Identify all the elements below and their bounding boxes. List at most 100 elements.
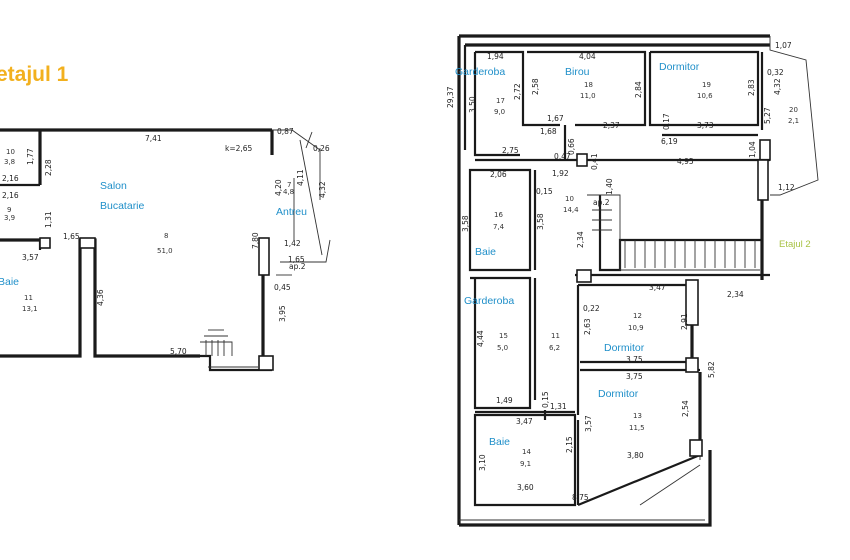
dimension-label: 3,57 [584, 415, 593, 432]
dimension-label: 3,80 [627, 451, 644, 460]
dimension-label: 0,45 [274, 283, 291, 292]
room-label-garderoba: Garderoba [455, 66, 505, 78]
dimension-label: 5,27 [763, 107, 772, 124]
dimension-label: 0,17 [662, 113, 671, 130]
dimension-label: 3,47 [649, 283, 666, 292]
dimension-label: 2,83 [747, 79, 756, 96]
dimension-label: 1,31 [44, 211, 53, 228]
dimension-label: 0,66 [567, 138, 576, 155]
dimension-label: 1,77 [26, 148, 35, 165]
dimension-label: 3,75 [626, 372, 643, 381]
dimension-label: 1,07 [775, 41, 792, 50]
room-number: 16 [494, 211, 503, 219]
room-area: 51,0 [157, 247, 173, 255]
room-area: 9,1 [520, 460, 531, 468]
upper-floor-plan: Garderoba Birou Dormitor Baie Garderoba … [446, 34, 819, 527]
dimension-label: 4,20 [274, 179, 283, 196]
dimension-label: 3,58 [536, 213, 545, 230]
dimension-label: 1,67 [547, 114, 564, 123]
room-number: 13 [633, 412, 642, 420]
dimension-label: 1,49 [496, 396, 513, 405]
dimension-label: 1,68 [540, 127, 557, 136]
dimension-label: 2,84 [634, 81, 643, 98]
dimension-label: 1,92 [552, 169, 569, 178]
dimension-label: 1,04 [748, 141, 757, 158]
upper-stairs [587, 194, 756, 268]
room-number: 9 [7, 206, 11, 214]
floor-title: etajul 1 [0, 63, 69, 86]
room-area: 11,5 [629, 424, 645, 432]
dimension-label: 2,16 [2, 191, 19, 200]
room-label-dormitor: Dormitor [659, 61, 700, 73]
dimension-label: 2,15 [565, 436, 574, 453]
dimension-label: k=2,65 [225, 144, 253, 153]
dimension-label: 29,37 [446, 86, 455, 108]
room-label-dormitor: Dormitor [598, 388, 639, 400]
room-number: 14 [522, 448, 531, 456]
dimension-label: 4,36 [96, 289, 105, 306]
dimension-label: 5,70 [170, 347, 187, 356]
room-number: 8 [164, 232, 168, 240]
room-area: 6,2 [549, 344, 560, 352]
room-area: 4,8 [283, 188, 294, 196]
room-label-antreu: Antreu [276, 206, 307, 218]
dimension-label: 2,91 [680, 313, 689, 330]
room-label-salon: Salon [100, 180, 127, 192]
room-area: 3,8 [4, 158, 15, 166]
dimension-label: 2,37 [603, 121, 620, 130]
dimension-label: 5,82 [707, 361, 716, 378]
dimension-label: 8,75 [572, 493, 589, 502]
room-area: 5,0 [497, 344, 508, 352]
dimension-label: 1,12 [778, 183, 795, 192]
room-area: 7,4 [493, 223, 505, 231]
dimension-label: 3,60 [517, 483, 534, 492]
dimension-label: 1,94 [487, 52, 504, 61]
room-number: 7 [287, 181, 291, 189]
dimension-label: 2,34 [727, 290, 744, 299]
dimension-label: 3,73 [697, 121, 714, 130]
room-number: 11 [24, 294, 33, 302]
ground-floor-plan: etajul 1 [0, 63, 331, 372]
ground-stairs [200, 329, 233, 356]
dimension-label: 6,19 [661, 137, 678, 146]
dimension-label: 3,58 [461, 215, 470, 232]
dimension-label: 3,95 [278, 305, 287, 322]
dimension-label: 7,80 [251, 232, 260, 249]
dimension-label: 1,42 [284, 239, 301, 248]
room-number: 19 [702, 81, 711, 89]
dimension-label: 3,47 [516, 417, 533, 426]
room-area: 10,9 [628, 324, 644, 332]
room-label-bucatarie: Bucatarie [100, 200, 145, 212]
dimension-label: 4,32 [318, 181, 327, 198]
dimension-label: ap.2 [289, 262, 306, 271]
room-label-baie: Baie [0, 276, 19, 288]
dimension-label: 1,65 [63, 232, 80, 241]
room-label-birou: Birou [565, 66, 590, 78]
dimension-label: ap.2 [593, 198, 610, 207]
dimension-label: 4,11 [296, 169, 305, 186]
dimension-label: 0,26 [313, 144, 330, 153]
dimension-label: 2,54 [681, 400, 690, 417]
room-number: 15 [499, 332, 508, 340]
room-number: 11 [551, 332, 560, 340]
dimension-label: 0,15 [541, 391, 550, 408]
dimension-label: 0,32 [767, 68, 784, 77]
room-number: 20 [789, 106, 798, 114]
dimension-label: 1,65 [288, 255, 305, 264]
room-number: 10 [565, 195, 574, 203]
room-area: 11,0 [580, 92, 596, 100]
room-area: 10,6 [697, 92, 713, 100]
dimension-label: 3,10 [478, 454, 487, 471]
dimension-label: 2,75 [502, 146, 519, 155]
floor-label-etajul-2: Etajul 2 [779, 239, 811, 250]
room-area: 13,1 [22, 305, 38, 313]
room-label-baie: Baie [489, 436, 510, 448]
dimension-label: 2,16 [2, 174, 19, 183]
dimension-label: 2,72 [513, 83, 522, 100]
room-label-garderoba: Garderoba [464, 295, 514, 307]
room-label-baie: Baie [475, 246, 496, 258]
dimension-label: 0,41 [590, 153, 599, 170]
room-area: 9,0 [494, 108, 505, 116]
dimension-label: 0,15 [536, 187, 553, 196]
